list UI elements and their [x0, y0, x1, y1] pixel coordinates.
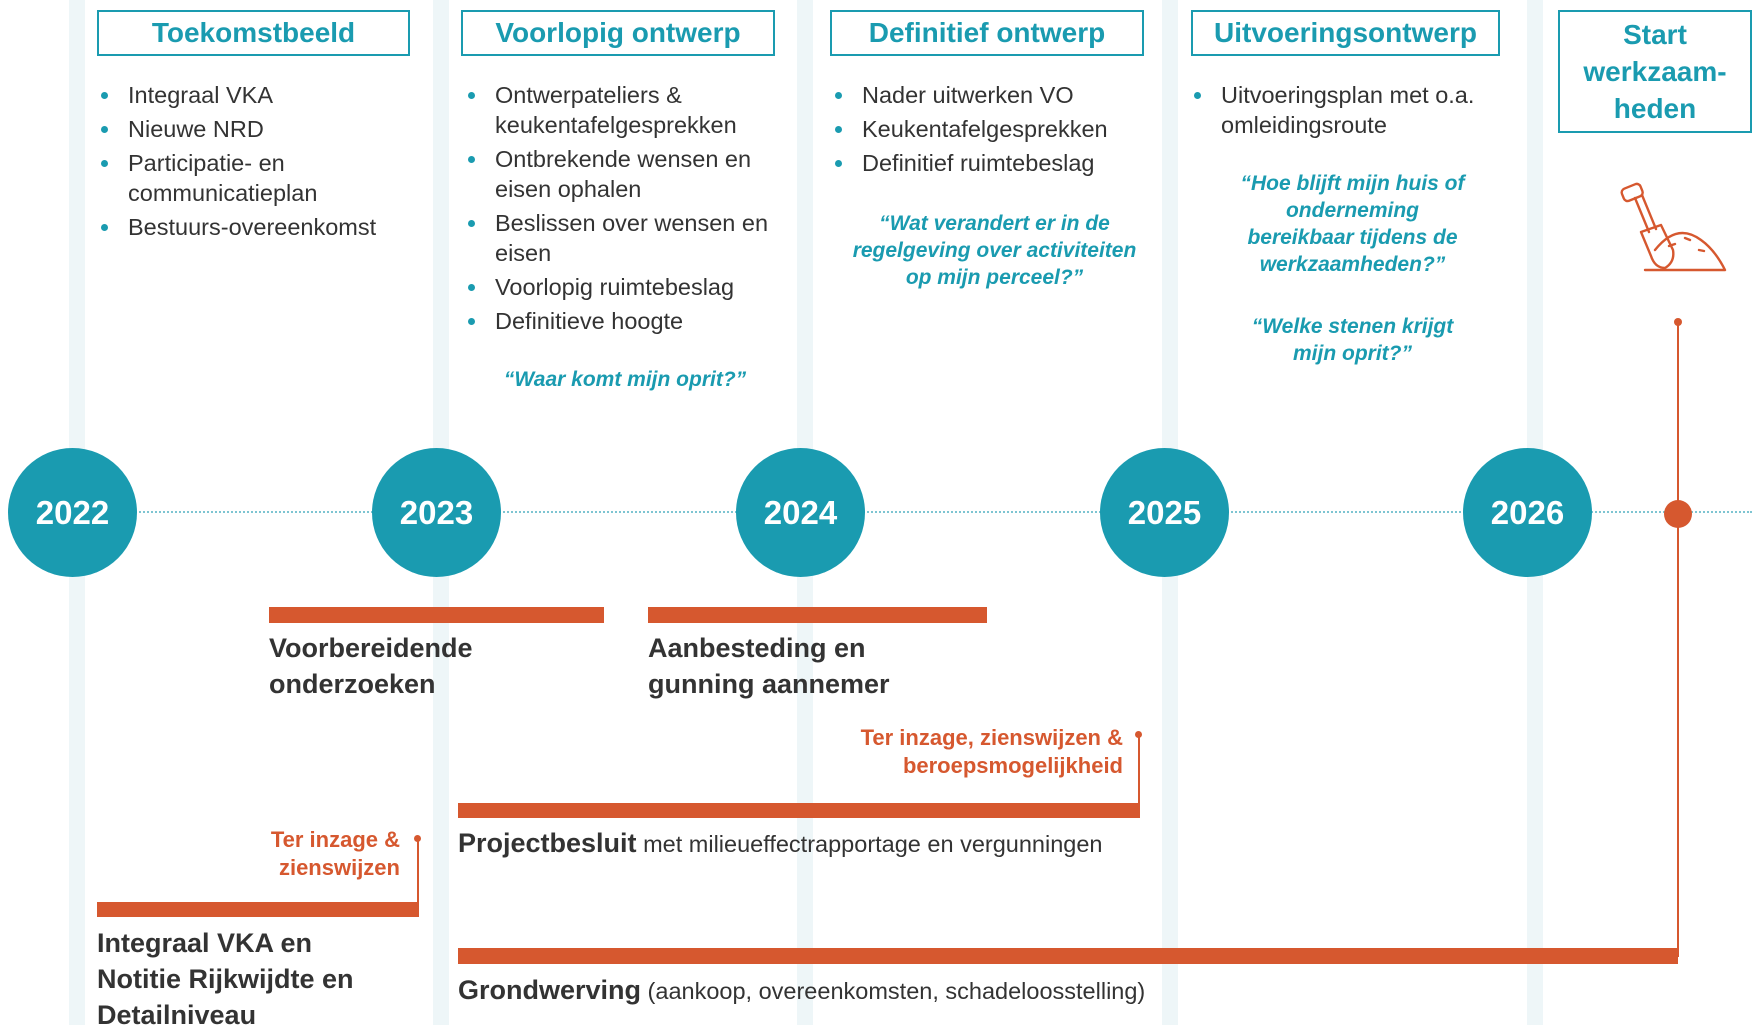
timeline-axis: [40, 511, 1752, 513]
list-item: Nader uitwerken VO: [831, 80, 1151, 110]
bar-grondwerving: [458, 948, 1678, 964]
start-marker: [1664, 500, 1692, 528]
quote-voorlopig: “Waar komt mijn oprit?”: [503, 368, 747, 391]
year-2025: 2025: [1100, 448, 1229, 577]
bar-aanbesteding: [648, 607, 987, 623]
phase-list-uitvoeringsontwerp: Uitvoeringsplan met o.a. omleidingsroute: [1190, 80, 1480, 144]
label-voorbereidende: Voorbereidende onderzoeken: [269, 633, 473, 699]
bar-vka-notitie: [97, 902, 419, 917]
note-inzage-beroep: Ter inzage, zienswijzen & beroepsmogelij…: [860, 725, 1123, 778]
list-item: Uitvoeringsplan met o.a. omleidingsroute: [1190, 80, 1480, 140]
bar-voorbereidende: [269, 607, 604, 623]
quote-uitvoering-2: “Welke stenen krijgt mijn oprit?”: [1251, 315, 1454, 365]
label-projectbesluit: Projectbesluit met milieueffectrapportag…: [458, 828, 1103, 858]
list-item: Participatie- en communicatieplan: [97, 148, 387, 208]
start-connector-line: [1677, 321, 1679, 957]
year-2024: 2024: [736, 448, 865, 577]
connector-inzage-beroep-cap: [1135, 731, 1142, 738]
list-item: Bestuurs-overeenkomst: [97, 212, 387, 242]
quote-definitief: “Wat verandert er in de regelgeving over…: [852, 212, 1137, 289]
label-grondwerving: Grondwerving (aankoop, overeenkomsten, s…: [458, 975, 1146, 1005]
list-item: Definitieve hoogte: [464, 306, 779, 336]
list-item: Beslissen over wensen en eisen: [464, 208, 779, 268]
label-aanbesteding: Aanbesteding en gunning aannemer: [648, 633, 890, 699]
phase-list-toekomstbeeld: Integraal VKA Nieuwe NRD Participatie- e…: [97, 80, 387, 246]
phase-list-voorlopig-ontwerp: Ontwerpateliers & keukentafelgesprekken …: [464, 80, 779, 340]
bar-projectbesluit: [458, 803, 1140, 818]
list-item: Ontbrekende wensen en eisen ophalen: [464, 144, 779, 204]
start-connector-cap: [1674, 318, 1682, 326]
year-2022: 2022: [8, 448, 137, 577]
phase-list-definitief-ontwerp: Nader uitwerken VO Keukentafelgesprekken…: [831, 80, 1151, 182]
note-inzage-zienswijzen: Ter inzage & zienswijzen: [270, 827, 400, 880]
connector-inzage-beroep: [1138, 734, 1140, 808]
quote-uitvoering-1: “Hoe blijft mijn huis of onderneming ber…: [1240, 172, 1465, 276]
list-item: Ontwerpateliers & keukentafelgesprekken: [464, 80, 779, 140]
label-vka-notitie: Integraal VKA en Notitie Rijkwijdte en D…: [97, 928, 354, 1030]
list-item: Keukentafelgesprekken: [831, 114, 1151, 144]
year-2026: 2026: [1463, 448, 1592, 577]
list-item: Nieuwe NRD: [97, 114, 387, 144]
phase-title-uitvoeringsontwerp: Uitvoeringsontwerp: [1191, 10, 1500, 56]
year-2023: 2023: [372, 448, 501, 577]
phase-title-voorlopig-ontwerp: Voorlopig ontwerp: [461, 10, 775, 56]
connector-inzage-zienswijzen-cap: [414, 835, 421, 842]
list-item: Voorlopig ruimtebeslag: [464, 272, 779, 302]
phase-title-start-werkzaamheden: Start werkzaam-heden: [1558, 10, 1752, 133]
phase-title-definitief-ontwerp: Definitief ontwerp: [830, 10, 1144, 56]
phase-title-toekomstbeeld: Toekomstbeeld: [97, 10, 410, 56]
list-item: Definitief ruimtebeslag: [831, 148, 1151, 178]
list-item: Integraal VKA: [97, 80, 387, 110]
connector-inzage-zienswijzen: [417, 838, 419, 913]
shovel-icon: [1620, 182, 1727, 272]
